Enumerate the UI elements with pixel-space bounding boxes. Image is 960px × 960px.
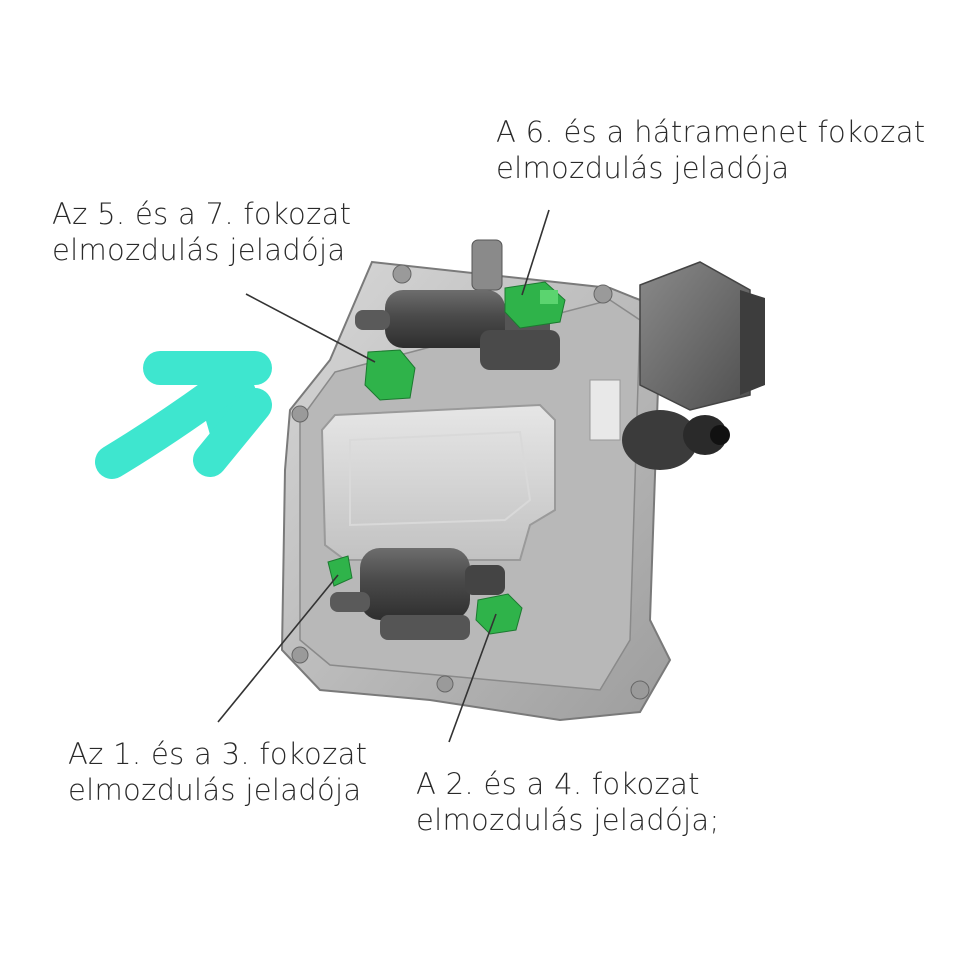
sensor-gear-1-3 [327, 555, 353, 587]
label-gear-6-reverse: A 6. és a hátramenet fokozat elmozdulás … [496, 114, 925, 186]
leader-line-gear-5-7 [245, 293, 376, 363]
label-gear-5-7-line2: elmozdulás jeladója [52, 233, 346, 267]
highlight-arrow-stroke [95, 351, 272, 479]
leader-line-gear-2-4 [448, 613, 497, 743]
label-gear-6-reverse-line1: A 6. és a hátramenet fokozat [496, 115, 926, 149]
connector-housing [589, 261, 765, 470]
label-gear-1-3-line1: Az 1. és a 3. fokozat [68, 737, 368, 771]
label-gear-2-4-line1: A 2. és a 4. fokozat [416, 767, 700, 801]
part-label-sticker [589, 379, 621, 441]
bottom-actuator [330, 548, 505, 640]
control-unit-cover [320, 403, 556, 561]
leader-line-gear-6-reverse [521, 209, 550, 296]
leader-lines [217, 209, 550, 743]
label-gear-6-reverse-line2: elmozdulás jeladója [496, 151, 790, 185]
label-gear-2-4: A 2. és a 4. fokozat elmozdulás jeladója… [416, 766, 720, 838]
label-gear-5-7: Az 5. és a 7. fokozat elmozdulás jeladój… [52, 196, 351, 268]
label-gear-1-3: Az 1. és a 3. fokozat elmozdulás jeladój… [68, 736, 367, 808]
leader-line-gear-1-3 [217, 574, 339, 723]
label-gear-2-4-line2: elmozdulás jeladója; [416, 803, 720, 837]
sensor-gear-5-7 [364, 349, 416, 401]
sensor-gear-2-4 [475, 593, 523, 635]
label-gear-5-7-line1: Az 5. és a 7. fokozat [52, 197, 352, 231]
label-gear-1-3-line2: elmozdulás jeladója [68, 773, 362, 807]
sensor-gear-6-reverse [504, 281, 566, 329]
cover-rib [349, 430, 532, 527]
